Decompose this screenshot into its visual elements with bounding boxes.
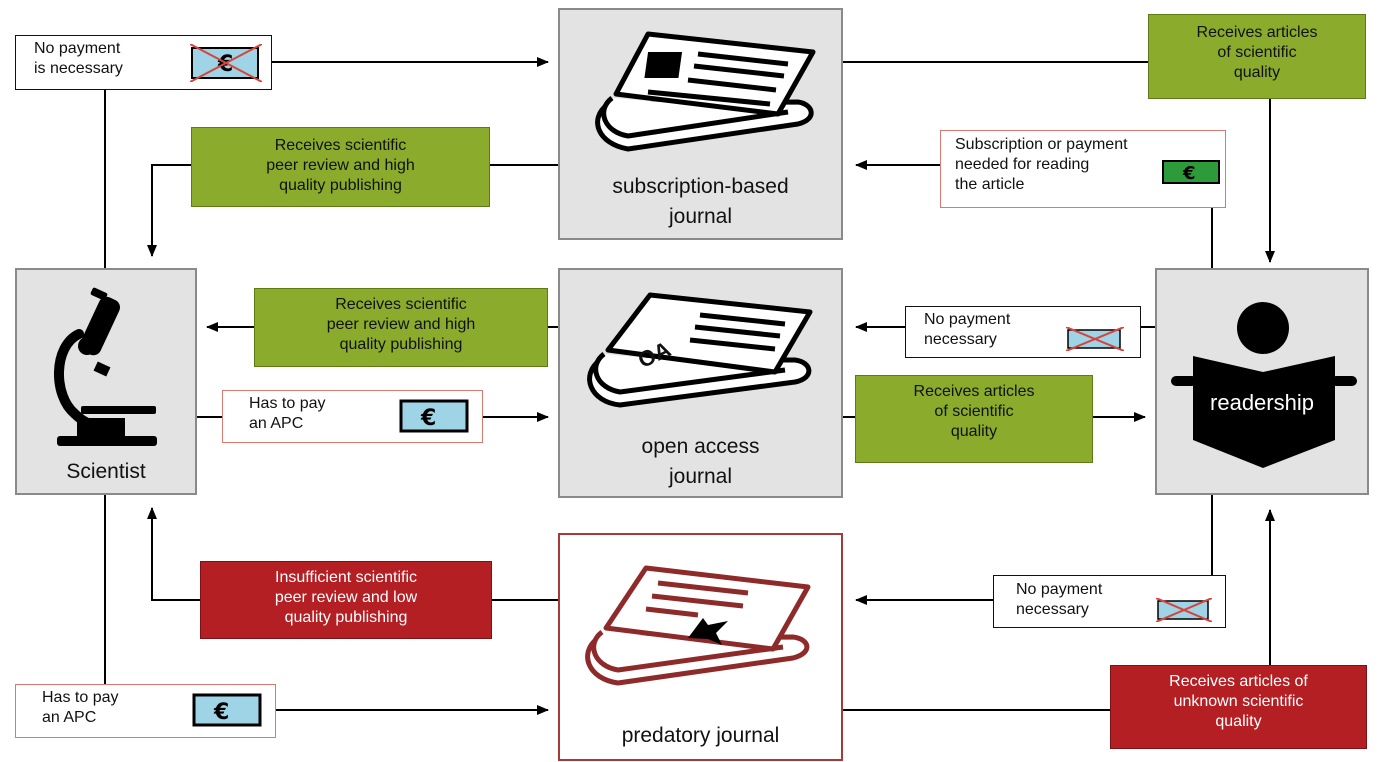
sub-peer-review-label: Receives scientific peer review and high…: [191, 127, 490, 207]
open-access-journal-label: open access journal: [641, 435, 760, 488]
pred-unknown-quality-label: Receives articles of unknown scientific …: [1110, 665, 1367, 749]
no-payment-scientist-label: No payment is necessary €: [15, 35, 272, 90]
scientist-label: Scientist: [66, 460, 146, 483]
euro-note-icon: €: [399, 399, 469, 433]
euro-note-icon: €: [192, 693, 262, 727]
receives-quality-top-label: Receives articles of scientific quality: [1148, 14, 1366, 99]
crossed-euro-icon: [1156, 598, 1212, 622]
pred-no-payment-label: No payment necessary: [993, 575, 1226, 628]
pred-pay-apc-label: Has to pay an APC €: [15, 684, 276, 738]
sub-payment-needed-label: Subscription or payment needed for readi…: [940, 130, 1226, 208]
crossed-euro-icon: €: [190, 44, 262, 82]
readership-label: readership: [1210, 390, 1314, 415]
open-access-journal-node[interactable]: OA open access journal: [558, 268, 843, 498]
subscription-journal-label: subscription-based journal: [612, 175, 789, 228]
microscope-icon: [54, 287, 157, 446]
predatory-journal-node[interactable]: predatory journal: [558, 533, 843, 761]
subscription-journal-node[interactable]: subscription-based journal: [558, 8, 843, 240]
crossed-euro-icon: [1066, 327, 1124, 351]
newspaper-icon: [595, 31, 816, 152]
oa-newspaper-icon: [587, 292, 813, 408]
readership-node[interactable]: readership: [1155, 268, 1369, 495]
reader-icon: [1171, 302, 1357, 468]
predatory-newspaper-icon: [585, 565, 811, 686]
oa-receives-quality-label: Receives articles of scientific quality: [855, 375, 1093, 463]
oa-peer-review-label: Receives scientific peer review and high…: [254, 288, 548, 367]
oa-no-payment-label: No payment necessary: [905, 306, 1141, 358]
euro-note-icon: €: [1162, 160, 1220, 184]
predatory-journal-label: predatory journal: [621, 724, 780, 747]
oa-pay-apc-label: Has to pay an APC €: [222, 390, 483, 443]
svg-text:€: €: [213, 700, 229, 725]
svg-text:€: €: [1182, 163, 1196, 184]
bird-icon: [688, 618, 728, 645]
scientist-node[interactable]: Scientist: [15, 268, 197, 495]
svg-text:€: €: [420, 406, 436, 431]
pred-insufficient-label: Insufficient scientific peer review and …: [200, 561, 492, 639]
